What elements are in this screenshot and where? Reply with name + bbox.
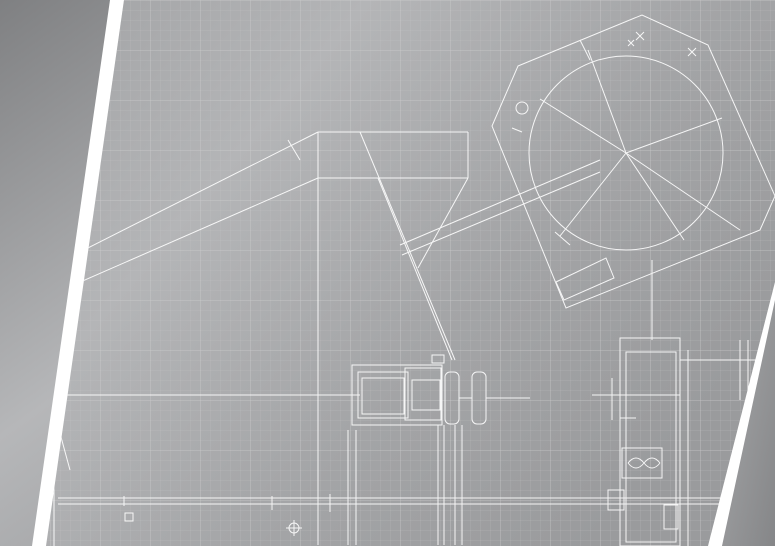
roller-assembly [347, 354, 530, 545]
right-stripe [708, 282, 775, 546]
hopper [318, 131, 601, 361]
fan-icon [627, 457, 661, 469]
octagonal-drum-housing [491, 14, 775, 340]
inclined-conveyor [59, 131, 360, 545]
left-stripe [32, 0, 124, 546]
